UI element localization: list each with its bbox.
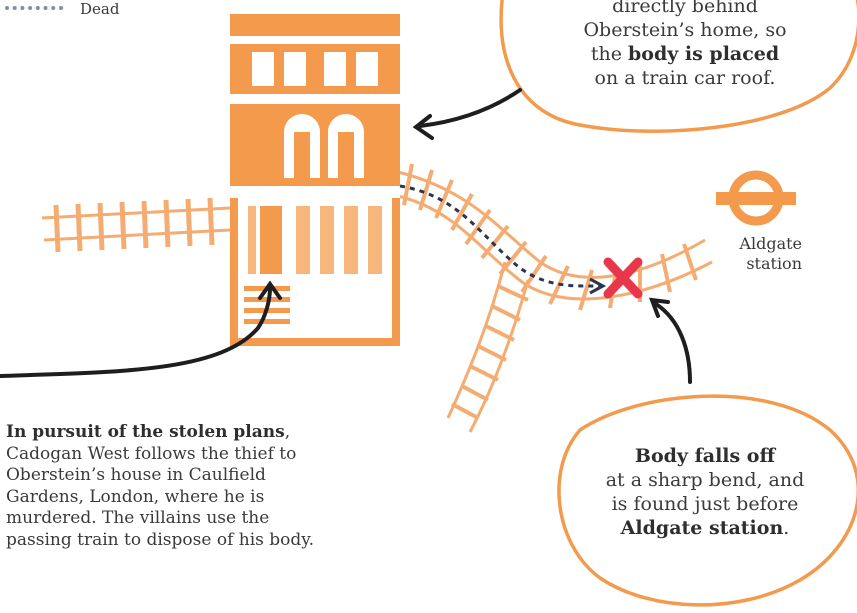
bubble-bottom-line3: is found just before: [565, 492, 845, 516]
left-track: [42, 198, 230, 252]
ground-window: [296, 206, 310, 274]
arrow-from-intro: [0, 288, 270, 376]
body-found-cross: [608, 262, 638, 294]
bubble-bottom-line2: at a sharp bend, and: [565, 468, 845, 492]
bubble-top-text: directly behind Oberstein’s home, so the…: [540, 0, 830, 90]
house-door: [260, 206, 282, 274]
ground-window: [368, 206, 382, 274]
arrow-to-cross: [656, 304, 690, 382]
intro-bold: In pursuit of the stolen plans: [6, 422, 285, 442]
curve-track: [398, 164, 712, 310]
bubble-top-line3: the body is placed: [540, 42, 830, 66]
bubble-top-line4: on a train car roof.: [540, 66, 830, 90]
bubble-top-line1: directly behind: [540, 0, 830, 18]
bubble-bottom-line4: Aldgate station.: [565, 516, 845, 540]
legend-dead-label: Dead: [80, 0, 119, 18]
underground-roundel-icon: [716, 175, 796, 221]
window: [356, 52, 378, 86]
branch-track: [448, 262, 528, 432]
station-label: Aldgate station: [722, 234, 802, 274]
oberstein-house: [230, 14, 400, 346]
window: [252, 52, 274, 86]
bubble-top-line2: Oberstein’s home, so: [540, 18, 830, 42]
legend-dead-line: [5, 6, 63, 10]
bubble-top-bold: body is placed: [628, 43, 779, 65]
station-label-line2: station: [722, 254, 802, 274]
ground-window: [344, 206, 358, 274]
bubble-bottom-text: Body falls off at a sharp bend, and is f…: [565, 444, 845, 540]
window: [284, 52, 306, 86]
ground-window: [320, 206, 334, 274]
station-label-line1: Aldgate: [722, 234, 802, 254]
intro-paragraph: In pursuit of the stolen plans, Cadogan …: [6, 422, 336, 551]
window: [324, 52, 346, 86]
arrow-to-house: [420, 90, 520, 126]
bubble-bottom-line1: Body falls off: [565, 444, 845, 468]
